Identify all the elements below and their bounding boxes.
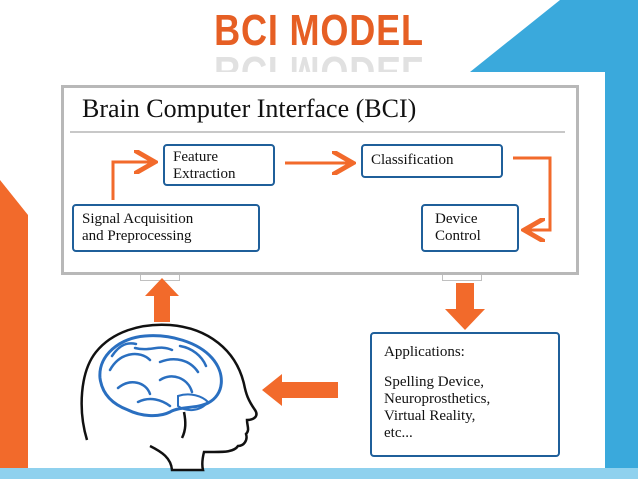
- orange-left-shape: [0, 180, 28, 479]
- applications-box: Applications: Spelling Device, Neuropros…: [370, 332, 560, 457]
- signal-acquisition-node: Signal Acquisition and Preprocessing: [72, 204, 260, 252]
- applications-heading: Applications:: [384, 344, 465, 360]
- device-control-node: Device Control: [421, 204, 519, 252]
- bci-panel-heading: Brain Computer Interface (BCI): [82, 94, 417, 123]
- feature-extraction-node: Feature Extraction: [163, 144, 275, 186]
- applications-list: Spelling Device, Neuroprosthetics, Virtu…: [384, 374, 491, 441]
- slide-title: BCI MODEL: [214, 6, 424, 55]
- panel-tab-left: [140, 275, 180, 281]
- classification-node: Classification: [361, 144, 503, 178]
- blue-corner-shape: [470, 0, 638, 479]
- heading-divider: [70, 131, 565, 133]
- bottom-band: [0, 468, 638, 479]
- slide-title-reflection: BCI MODEL: [0, 52, 638, 72]
- panel-tab-right: [442, 275, 482, 281]
